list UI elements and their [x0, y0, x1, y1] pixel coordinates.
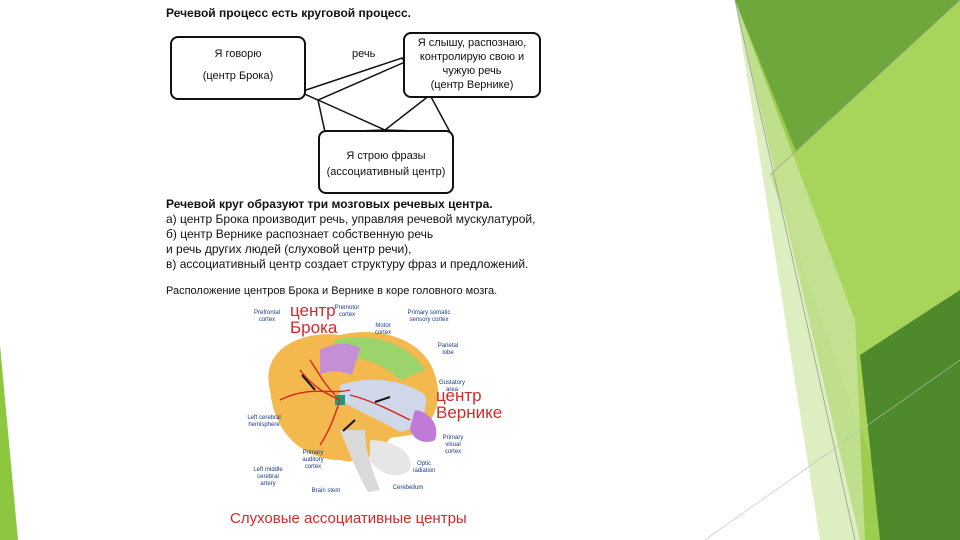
wernicke-line2: контролирую свою и [419, 51, 525, 63]
label-parietal: Parietal lobe [437, 343, 459, 356]
label-auditory: Primary auditory cortex [302, 450, 324, 470]
page-title: Речевой процесс есть круговой процесс. [166, 6, 412, 20]
wernicke-line4: (центр Вернике) [430, 79, 514, 91]
association-line2: (ассоциативный центр) [326, 166, 446, 178]
label-visual: Primary visual cortex [442, 435, 464, 455]
paragraph-line-a: а) центр Брока производит речь, управляя… [166, 212, 536, 226]
broca-label-2: Брока [290, 318, 338, 337]
broca-line2: (центр Брока) [202, 70, 274, 82]
wernicke-label-1: центр [436, 386, 482, 405]
broca-line1: Я говорю [214, 48, 262, 60]
description-paragraph: Речевой круг образуют три мозговых речев… [166, 197, 566, 272]
label-motor: Motor cortex [374, 323, 392, 336]
temporal-area [340, 379, 426, 432]
label-gustatory: Gustatory area [438, 380, 465, 393]
label-premotor: Premotor cortex [334, 305, 360, 318]
left-green-shape [0, 345, 18, 540]
wernicke-label: центр Вернике [436, 387, 502, 421]
right-green-deep [860, 290, 960, 540]
wernicke-line1: Я слышу, распознаю, [417, 37, 527, 49]
visual-area [410, 410, 437, 442]
paragraph-line-c: в) ассоциативный центр создает структуру… [166, 257, 529, 271]
broca-label-1: центр [290, 301, 336, 320]
wernicke-box: Я слышу, распознаю, контролирую свою и ч… [403, 32, 541, 98]
label-prefrontal: Prefrontal cortex [253, 310, 280, 323]
premotor-area [320, 343, 360, 375]
label-brainstem: Brain stem [311, 488, 341, 494]
wernicke-arrow [374, 396, 391, 403]
broca-box: Я говорю (центр Брока) [170, 36, 306, 100]
label-left-artery: Left middle cerebral artery [253, 467, 283, 487]
figure-caption: Расположение центров Брока и Вернике в к… [166, 285, 498, 297]
speech-label: речь [352, 48, 376, 60]
auditory-arrow [342, 419, 356, 432]
bottom-caption: Слуховые ассоциативные центры [230, 510, 467, 527]
paragraph-line-b2: и речь других людей (слуховой центр речи… [166, 242, 412, 256]
brain-illustration [268, 331, 439, 492]
cerebellum [370, 440, 411, 476]
broca-label: центр Брока [290, 302, 337, 336]
label-cerebellum: Cerebellum [392, 485, 424, 491]
label-left-hemisphere: Left cerebral hemisphere [247, 415, 281, 428]
brain-stem [340, 430, 380, 492]
association-box: Я строю фразы (ассоциативный центр) [318, 130, 454, 194]
artery-lines [279, 359, 411, 446]
broca-arrow [301, 374, 316, 391]
association-line1: Я строю фразы [346, 150, 426, 162]
label-optic: Optic radiation [412, 461, 436, 474]
label-somatic: Primary somatic sensory cortex [407, 310, 451, 323]
wernicke-label-2: Вернике [436, 403, 503, 422]
paragraph-heading: Речевой круг образуют три мозговых речев… [166, 197, 493, 211]
paragraph-line-b1: б) центр Вернике распознает собственную … [166, 227, 434, 241]
right-green-pale [735, 0, 865, 540]
wernicke-line3: чужую речь [442, 65, 502, 77]
